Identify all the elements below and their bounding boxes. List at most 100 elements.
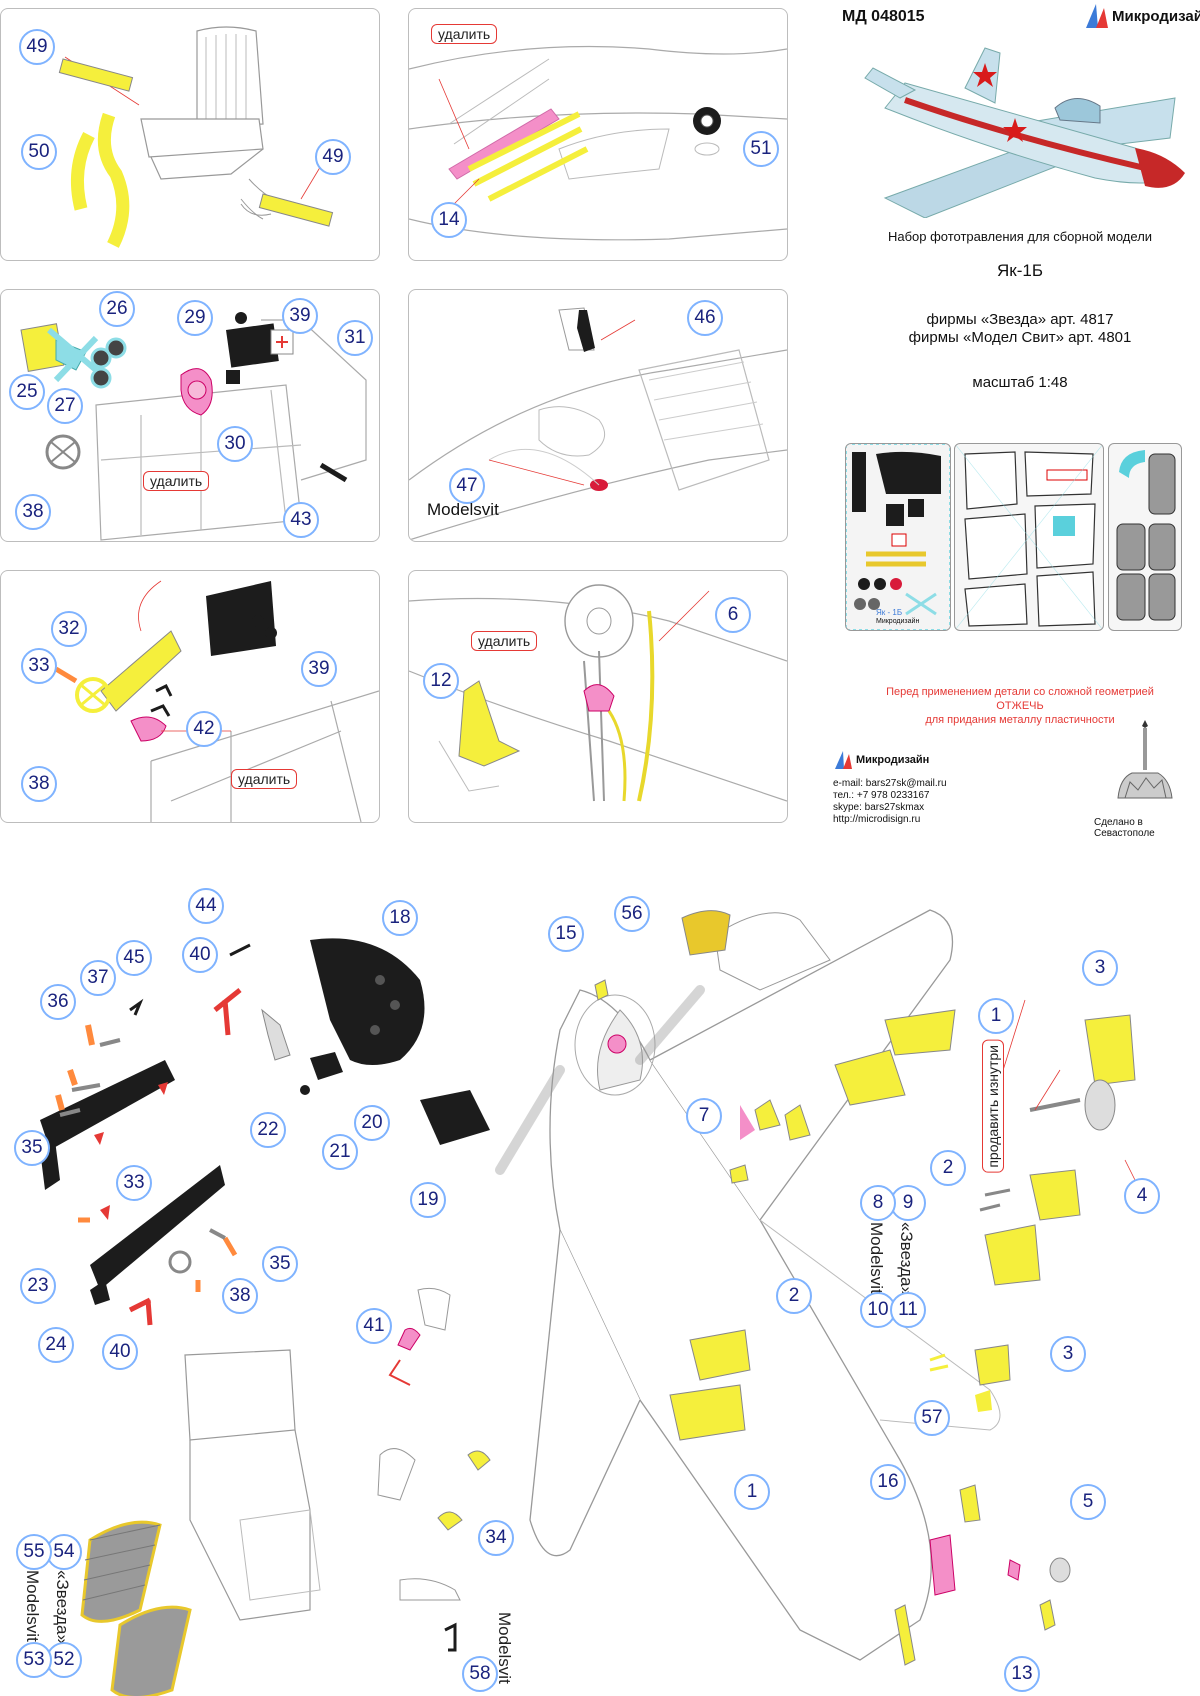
callout-33-lower: 33 — [116, 1165, 152, 1201]
brand-logo-small — [833, 749, 855, 769]
brand-name: Микродизайн — [1112, 8, 1200, 25]
callout-50: 50 — [21, 134, 57, 170]
panel-fuselage-vents: удалить 51 14 — [408, 8, 788, 261]
contact-phone: тел.: +7 978 0233167 — [833, 790, 930, 801]
callout-3b: 3 — [1050, 1336, 1086, 1372]
callout-12: 12 — [423, 663, 459, 699]
callout-55: 55 — [16, 1534, 52, 1570]
callout-25: 25 — [9, 374, 45, 410]
kit-zvezda: фирмы «Звезда» арт. 4817 — [926, 311, 1114, 328]
callout-35b: 35 — [262, 1246, 298, 1282]
panel-cockpit-frame: 26 29 39 31 25 27 30 удалить 38 43 — [0, 289, 380, 542]
callout-34: 34 — [478, 1520, 514, 1556]
model-name: Як-1Б — [997, 261, 1043, 280]
callout-7: 7 — [686, 1098, 722, 1134]
callout-40a: 40 — [182, 937, 218, 973]
callout-2a: 2 — [930, 1150, 966, 1186]
brand-name-small: Микродизайн — [856, 754, 930, 766]
callout-11: 11 — [890, 1292, 926, 1328]
callout-37: 37 — [80, 960, 116, 996]
callout-56: 56 — [614, 896, 650, 932]
callout-22: 22 — [250, 1112, 286, 1148]
brand-logo — [1084, 2, 1112, 28]
callout-5: 5 — [1070, 1484, 1106, 1520]
aircraft-illustration — [845, 28, 1195, 219]
kit-modelsvit: фирмы «Модел Свит» арт. 4801 — [908, 329, 1132, 346]
modelsvit-label-8: Modelsvit — [867, 1222, 886, 1294]
callout-1b: 1 — [734, 1474, 770, 1510]
callout-53: 53 — [16, 1642, 52, 1678]
callout-46: 46 — [687, 300, 723, 336]
callout-3a: 3 — [1082, 950, 1118, 986]
callout-32: 32 — [51, 611, 87, 647]
callout-18: 18 — [382, 900, 418, 936]
callout-15: 15 — [548, 916, 584, 952]
instrument-panel-drawing — [29, 580, 379, 822]
callout-13: 13 — [1004, 1656, 1040, 1692]
callout-49b: 49 — [315, 139, 351, 175]
press-from-inside-label: продавить изнутри — [982, 1040, 1004, 1173]
scale-label: масштаб 1:48 — [972, 374, 1068, 391]
callout-47: 47 — [449, 468, 485, 504]
zvezda-label-9: «Звезда» — [897, 1222, 916, 1296]
zvezda-label-54: «Звезда» — [53, 1570, 72, 1644]
contact-skype: skype: bars27skmax — [833, 802, 925, 813]
callout-20: 20 — [354, 1105, 390, 1141]
panel-instrument-panel: 32 33 39 42 38 удалить — [0, 570, 380, 823]
modelsvit-label-p4: Modelsvit — [427, 500, 499, 519]
callout-19: 19 — [410, 1182, 446, 1218]
fret-sheet-2 — [954, 443, 1104, 631]
fuselage-drawing — [409, 45, 787, 241]
callout-6: 6 — [715, 597, 751, 633]
sevastopol-monument-icon — [1110, 718, 1180, 803]
callout-9: 9 — [890, 1185, 926, 1221]
callout-54: 54 — [46, 1534, 82, 1570]
seat-drawing — [58, 26, 334, 248]
callout-49a: 49 — [19, 29, 55, 65]
callout-4: 4 — [1124, 1178, 1160, 1214]
contact-url: http://microdisign.ru — [833, 814, 921, 825]
callout-29: 29 — [177, 300, 213, 336]
callout-42: 42 — [186, 711, 222, 747]
remove-label-p6: удалить — [471, 631, 538, 651]
callout-14: 14 — [431, 202, 467, 238]
remove-label-p3: удалить — [143, 471, 210, 491]
modelsvit-label-58: Modelsvit — [495, 1612, 514, 1684]
callout-16: 16 — [870, 1464, 906, 1500]
callout-27: 27 — [47, 388, 83, 424]
callout-57: 57 — [914, 1400, 950, 1436]
callout-36: 36 — [40, 984, 76, 1020]
remove-label-p5: удалить — [231, 769, 298, 789]
callout-45: 45 — [116, 940, 152, 976]
cockpit-frame-drawing — [20, 312, 367, 541]
callout-40b: 40 — [102, 1334, 138, 1370]
callout-2b: 2 — [776, 1278, 812, 1314]
set-subtitle: Набор фототравления для сборной модели — [887, 229, 1153, 244]
callout-38-lower: 38 — [222, 1278, 258, 1314]
callout-30: 30 — [217, 426, 253, 462]
callout-21: 21 — [322, 1134, 358, 1170]
modelsvit-label-55: Modelsvit — [23, 1570, 42, 1642]
fret-brand: Микродизайн — [876, 618, 920, 625]
callout-58: 58 — [462, 1656, 498, 1692]
callout-24: 24 — [38, 1327, 74, 1363]
callout-39: 39 — [282, 298, 318, 334]
callout-10: 10 — [860, 1292, 896, 1328]
callout-41: 41 — [356, 1308, 392, 1344]
callout-52: 52 — [46, 1642, 82, 1678]
made-in-label: Сделано в Севастополе — [1094, 817, 1155, 839]
callout-31: 31 — [337, 320, 373, 356]
warning-line-1: Перед применением детали со сложной геом… — [886, 686, 1154, 698]
callout-51: 51 — [743, 131, 779, 167]
callout-33: 33 — [21, 648, 57, 684]
contact-email: e-mail: bars27sk@mail.ru — [833, 778, 947, 789]
warning-line-2: ОТЖЕЧЬ — [996, 700, 1044, 712]
panel-seat-belts: 49 50 49 — [0, 8, 380, 261]
callout-43: 43 — [283, 502, 319, 538]
product-code: МД 048015 — [842, 8, 925, 25]
callout-26: 26 — [99, 291, 135, 327]
landing-gear-drawing — [409, 584, 787, 802]
fret-text: Як - 1Б — [876, 608, 903, 617]
callout-35a: 35 — [14, 1130, 50, 1166]
fret-sheet-1: Як - 1Б Микродизайн — [845, 443, 951, 631]
